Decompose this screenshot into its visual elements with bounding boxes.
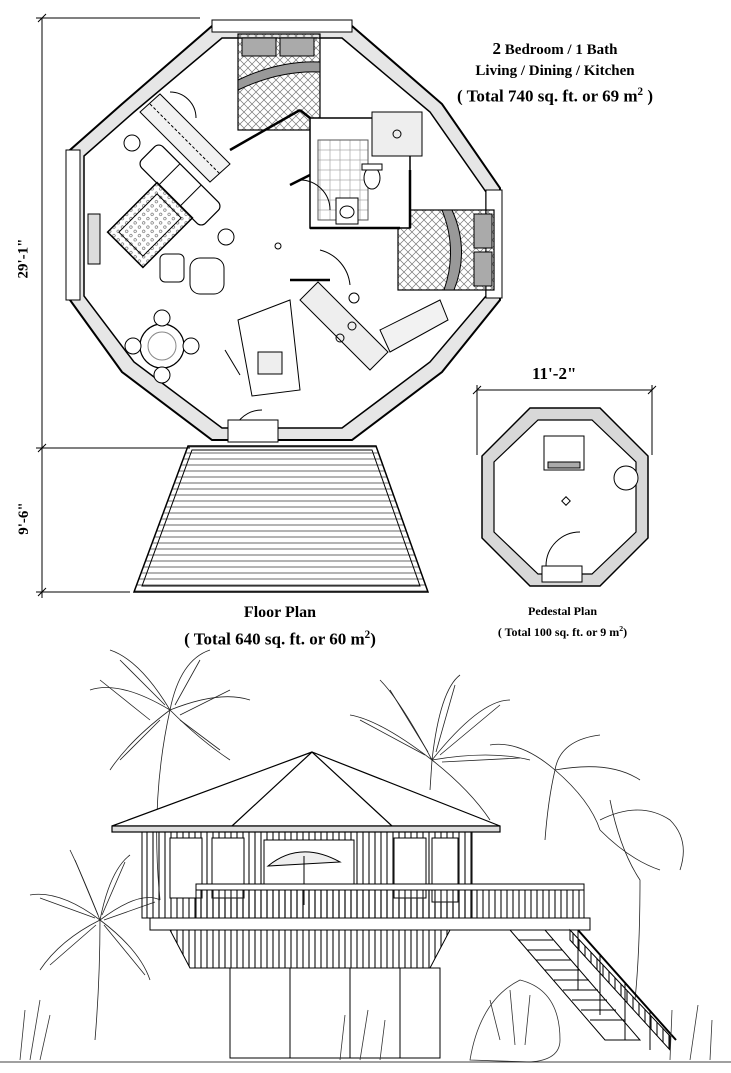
exterior-stairs (508, 928, 677, 1052)
total-area-text: ( Total 740 sq. ft. or 69 m (456, 86, 638, 106)
kitchen (224, 281, 389, 397)
palm-tree-center (349, 674, 531, 821)
pedestal-base (169, 929, 451, 1059)
bathroom (309, 111, 423, 229)
dining-set (124, 309, 200, 384)
plan-summary: 2 Bedroom / 1 Bath Living / Dining / Kit… (455, 38, 655, 107)
interior-walls (229, 108, 412, 282)
patio-umbrella (266, 851, 342, 905)
floor-plan-area-suffix: ) (370, 629, 376, 649)
roof (111, 751, 501, 833)
rooms-line-1: Bedroom / 1 Bath (504, 42, 618, 58)
living-room (87, 134, 282, 295)
closets (139, 93, 449, 353)
deck-railing (149, 883, 591, 931)
palm-tree-right (489, 734, 684, 1001)
total-area-suffix: ) (647, 86, 653, 106)
deck (132, 445, 430, 593)
floor-plan-title: Floor Plan (243, 604, 317, 621)
pedestal-plan-area-suffix: ) (623, 625, 628, 639)
entry-door (227, 419, 279, 443)
floor-plan (65, 19, 503, 443)
total-area-exponent: 2 (637, 86, 644, 98)
pedestal-plan-area: ( Total 100 sq. ft. or 9 m2) (475, 620, 650, 641)
elevation-drawing (0, 649, 731, 1063)
bed-top (237, 33, 321, 131)
main-height-dimension: 29'-1" (15, 238, 32, 279)
summary-line-1: 2 Bedroom / 1 Bath (455, 38, 655, 61)
pedestal-plan (481, 407, 649, 587)
floor-plan-area-text: ( Total 640 sq. ft. or 60 m (184, 629, 365, 649)
rooms-line-2: Living / Dining / Kitchen (475, 63, 635, 79)
shrubs (0, 979, 731, 1063)
total-area: ( Total 740 sq. ft. or 69 m2 ) (455, 82, 655, 107)
floor-plan-caption: Floor Plan ( Total 640 sq. ft. or 60 m2) (170, 602, 390, 651)
pedestal-width-dimension: 11'-2" (532, 364, 577, 383)
deck-depth-dimension: 9'-6" (15, 502, 32, 535)
palm-tree-left-front (29, 849, 161, 1041)
bed-right (397, 209, 495, 291)
dimension-lines (36, 13, 657, 598)
floor-plan-area: ( Total 640 sq. ft. or 60 m2) (170, 624, 390, 651)
bedroom-count: 2 (492, 39, 502, 58)
pedestal-plan-area-text: ( Total 100 sq. ft. or 9 m (497, 625, 620, 639)
pedestal-plan-caption: Pedestal Plan ( Total 100 sq. ft. or 9 m… (475, 603, 650, 641)
floor-plan-area-exponent: 2 (364, 629, 371, 641)
pedestal-plan-title: Pedestal Plan (528, 604, 597, 618)
pedestal-plan-area-exponent: 2 (619, 624, 624, 633)
